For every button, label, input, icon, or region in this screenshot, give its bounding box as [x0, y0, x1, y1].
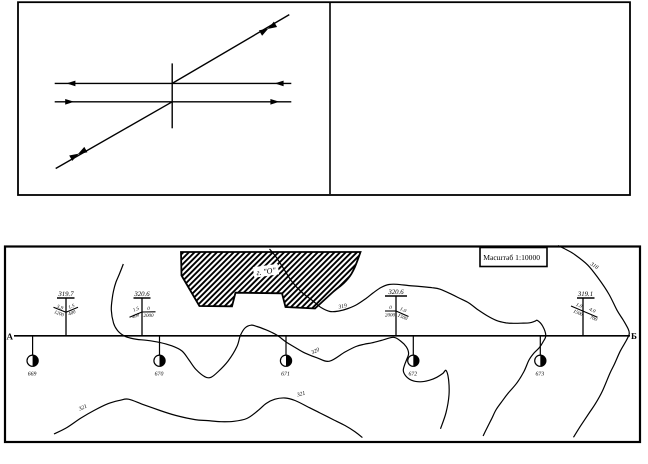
- svg-text:671: 671: [281, 372, 290, 378]
- svg-text:669: 669: [28, 372, 37, 378]
- svg-text:Б: Б: [631, 331, 637, 341]
- svg-text:672: 672: [408, 372, 417, 378]
- svg-text:320.6: 320.6: [387, 289, 404, 296]
- svg-text:Масштаб 1:10000: Масштаб 1:10000: [483, 253, 540, 262]
- svg-text:319.7: 319.7: [57, 291, 74, 298]
- svg-text:673: 673: [535, 372, 544, 378]
- svg-text:А: А: [7, 331, 14, 341]
- svg-text:2000: 2000: [385, 312, 396, 318]
- svg-text:670: 670: [155, 372, 164, 378]
- svg-text:2000: 2000: [144, 313, 155, 319]
- svg-text:320.6: 320.6: [133, 291, 150, 298]
- svg-text:319.1: 319.1: [577, 291, 593, 298]
